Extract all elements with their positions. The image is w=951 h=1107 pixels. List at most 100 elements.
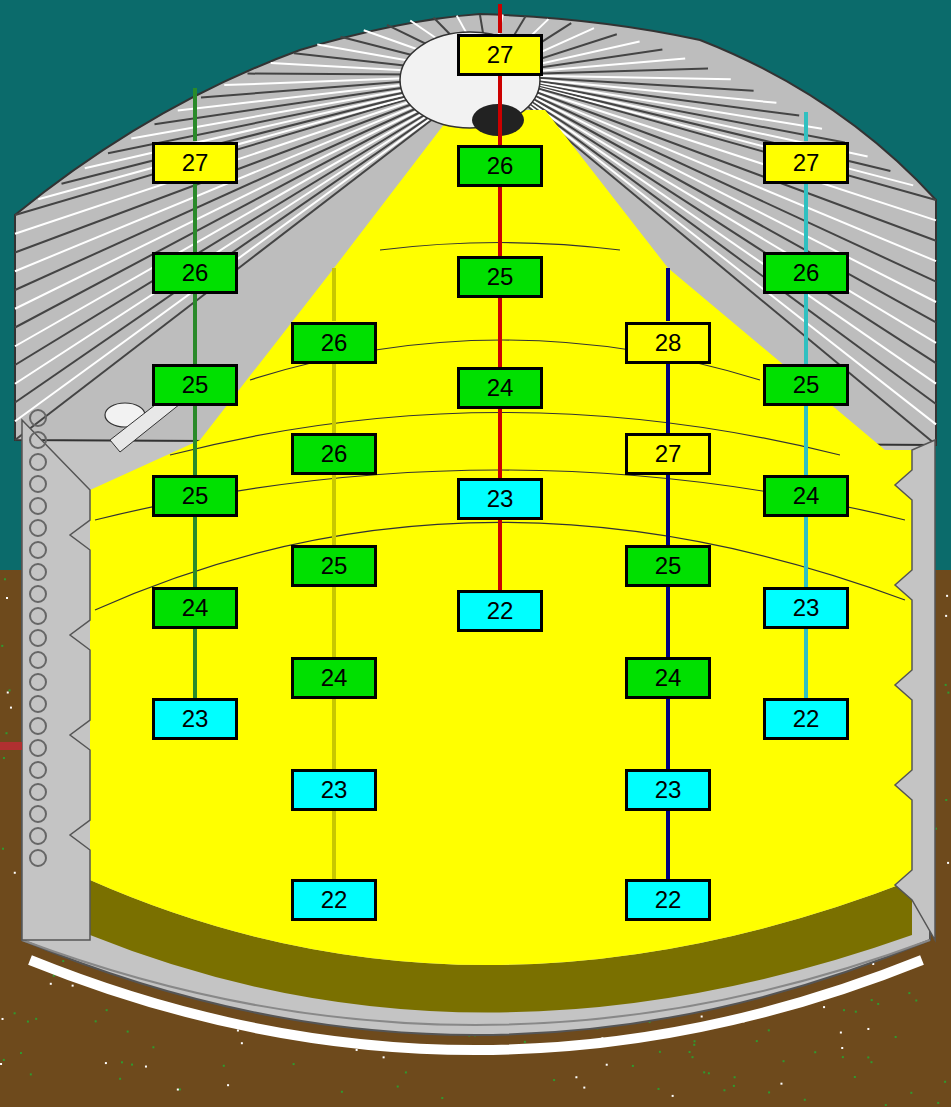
temperature-sensor: 23 xyxy=(291,769,377,811)
speck xyxy=(121,1061,123,1063)
sensor-cable xyxy=(666,587,670,657)
ladder-hoop xyxy=(30,718,46,734)
temperature-sensor: 24 xyxy=(625,657,711,699)
speck xyxy=(356,1049,358,1051)
speck xyxy=(119,1078,121,1080)
speck xyxy=(10,707,12,709)
speck xyxy=(72,985,74,987)
ladder xyxy=(30,410,46,866)
sensor-cable xyxy=(666,364,670,433)
ladder-hoop xyxy=(30,498,46,514)
temperature-sensor: 22 xyxy=(457,590,543,632)
speck xyxy=(885,1104,887,1106)
speck xyxy=(50,983,52,985)
ladder-hoop xyxy=(30,476,46,492)
temperature-reading: 23 xyxy=(321,778,348,802)
speck xyxy=(937,1102,939,1104)
grain xyxy=(90,110,912,965)
speck xyxy=(783,1060,785,1062)
ladder-hoop xyxy=(30,740,46,756)
temperature-reading: 26 xyxy=(321,331,348,355)
speck xyxy=(293,1063,295,1065)
speck xyxy=(383,1056,385,1058)
temperature-reading: 23 xyxy=(793,596,820,620)
ladder-hoop xyxy=(30,806,46,822)
speck xyxy=(871,999,873,1001)
speck xyxy=(756,1040,758,1042)
speck xyxy=(106,1009,108,1011)
speck xyxy=(6,597,8,599)
sensor-cable xyxy=(666,475,670,545)
speck xyxy=(397,1086,399,1088)
sensor-cable xyxy=(332,811,336,879)
speck xyxy=(915,1000,917,1002)
sensor-cable xyxy=(332,475,336,545)
speck xyxy=(237,1030,239,1032)
speck xyxy=(672,1095,674,1097)
temperature-sensor: 24 xyxy=(291,657,377,699)
temperature-sensor: 25 xyxy=(152,475,238,517)
speck xyxy=(947,862,949,864)
temperature-reading: 24 xyxy=(793,484,820,508)
sensor-cable xyxy=(332,364,336,433)
speck xyxy=(823,1006,825,1008)
temperature-reading: 24 xyxy=(655,666,682,690)
ladder-hoop xyxy=(30,586,46,602)
speck xyxy=(2,1018,4,1020)
temperature-sensor: 23 xyxy=(625,769,711,811)
temperature-reading: 26 xyxy=(793,261,820,285)
speck xyxy=(945,615,947,617)
temperature-reading: 27 xyxy=(182,151,209,175)
speck xyxy=(723,1089,725,1091)
sensor-cable xyxy=(804,294,808,364)
sensor-cable xyxy=(193,629,197,698)
sensor-cable xyxy=(193,406,197,475)
temperature-sensor: 23 xyxy=(763,587,849,629)
speck xyxy=(341,1091,343,1093)
temperature-sensor: 26 xyxy=(291,433,377,475)
speck xyxy=(3,1059,5,1061)
temperature-reading: 22 xyxy=(655,888,682,912)
speck xyxy=(524,1041,526,1043)
sensor-cable xyxy=(804,184,808,252)
speck xyxy=(867,1028,869,1030)
speck xyxy=(877,1003,879,1005)
temperature-reading: 24 xyxy=(182,596,209,620)
temperature-sensor: 22 xyxy=(625,879,711,921)
sensor-cable xyxy=(804,406,808,475)
speck xyxy=(841,1047,843,1049)
temperature-sensor: 23 xyxy=(152,698,238,740)
sensor-cable xyxy=(804,517,808,587)
speck xyxy=(842,1056,844,1058)
speck xyxy=(95,1020,97,1022)
sensor-cable xyxy=(193,517,197,587)
temperature-sensor: 27 xyxy=(152,142,238,184)
speck xyxy=(768,1029,770,1031)
speck xyxy=(53,975,55,977)
temperature-reading: 24 xyxy=(487,376,514,400)
temperature-sensor: 22 xyxy=(291,879,377,921)
speck xyxy=(780,1083,782,1085)
speck xyxy=(127,1031,129,1033)
sensor-cable xyxy=(332,587,336,657)
speck xyxy=(701,1016,703,1018)
contour-line xyxy=(170,413,840,456)
speck xyxy=(62,960,64,962)
cable xyxy=(332,268,336,321)
speck xyxy=(4,578,6,580)
ladder-hoop xyxy=(30,432,46,448)
temperature-reading: 22 xyxy=(793,707,820,731)
ladder-hoop xyxy=(30,608,46,624)
speck xyxy=(441,1097,443,1099)
speck xyxy=(177,1089,179,1091)
temperature-sensor: 26 xyxy=(291,322,377,364)
temperature-reading: 27 xyxy=(793,151,820,175)
ladder-hoop xyxy=(30,520,46,536)
wall-cutaway-right xyxy=(895,440,935,940)
ladder-hoop xyxy=(30,762,46,778)
temperature-sensor: 22 xyxy=(763,698,849,740)
cable xyxy=(498,4,502,33)
ladder-hoop xyxy=(30,850,46,866)
